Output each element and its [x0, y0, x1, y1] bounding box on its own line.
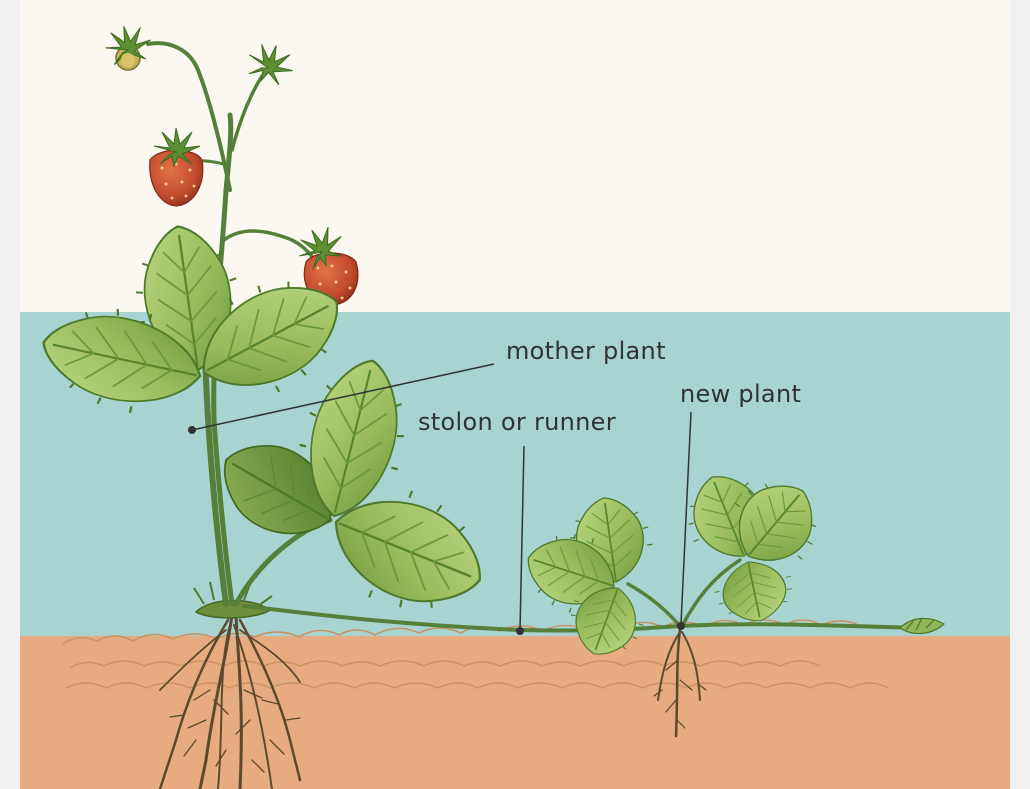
marker-dot-new-plant [677, 622, 685, 630]
right-margin [1010, 0, 1030, 789]
label-new-plant: new plant [680, 380, 801, 408]
marker-dot-stolon [516, 627, 524, 635]
label-stolon: stolon or runner [418, 408, 616, 436]
label-mother-plant: mother plant [506, 337, 666, 365]
marker-dot-mother-plant [188, 426, 196, 434]
